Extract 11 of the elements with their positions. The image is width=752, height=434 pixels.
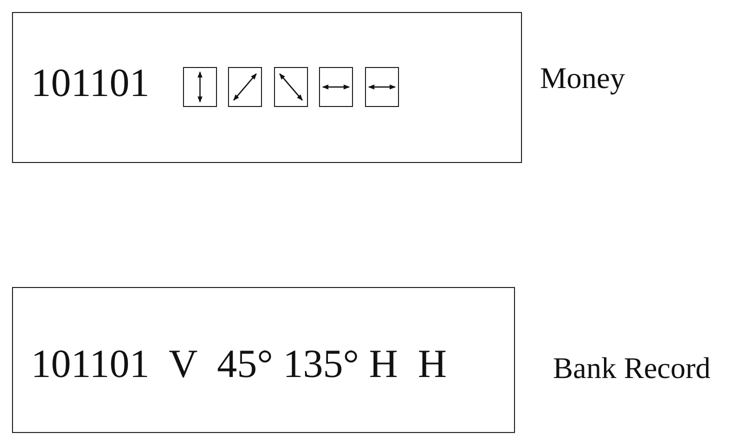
bit-string-text: 101101 bbox=[31, 59, 150, 106]
polarization-box bbox=[183, 67, 217, 107]
caption-label: Bank Record bbox=[553, 352, 710, 386]
bit-string-text: 101101 V 45° 135° H H bbox=[31, 340, 447, 387]
caption-label: Money bbox=[540, 62, 625, 96]
polarization-box bbox=[228, 67, 262, 107]
rectangle-box bbox=[12, 12, 522, 163]
rectangle-box bbox=[12, 287, 515, 433]
polarization-box bbox=[365, 67, 399, 107]
polarization-box bbox=[274, 67, 308, 107]
polarization-box bbox=[319, 67, 353, 107]
